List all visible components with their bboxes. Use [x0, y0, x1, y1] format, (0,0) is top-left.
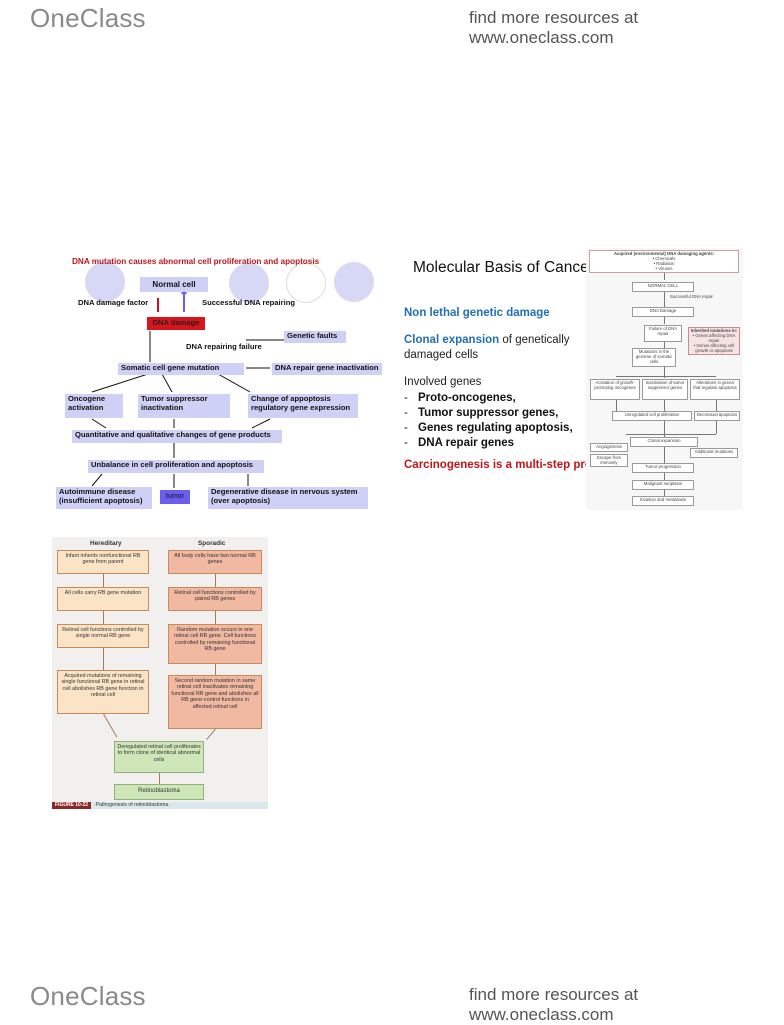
- normal-cell-box: Normal cell: [140, 277, 208, 292]
- retinoblastoma-step: Retinoblastoma: [114, 784, 204, 800]
- decor-circle: [229, 263, 269, 303]
- oneclass-logo-footer[interactable]: OneClass: [30, 981, 146, 1011]
- gene-item: -Tumor suppressor genes,: [404, 407, 559, 419]
- apoptosis-change-box: Change of appoptosis regulatory gene exp…: [248, 394, 358, 418]
- unbalance-box: Unbalance in cell proliferation and apop…: [88, 460, 264, 473]
- sporadic-step: Random mutation occurs in one retinal ce…: [168, 624, 262, 664]
- somatic-mutation-box: Somatic cell gene mutation: [118, 363, 244, 375]
- repair-inactivation-box: DNA repair gene inactivation: [272, 363, 382, 375]
- decor-circle: [85, 262, 125, 302]
- gene-item: -DNA repair genes: [404, 437, 515, 449]
- genetic-faults-box: Genetic faults: [284, 331, 346, 343]
- escape-node: Escape from immunity: [590, 454, 628, 467]
- find-more-link[interactable]: find more resources at www.oneclass.com: [469, 8, 639, 47]
- clonal-node: Clonal expansion: [630, 437, 698, 447]
- slide-title: Molecular Basis of Cancer: [413, 259, 594, 276]
- angiogenesis-node: Angiogenesis: [590, 443, 628, 452]
- mutations-node: Mutations in the genome of somatic cells: [632, 348, 676, 367]
- activation-node: Activation of growth-promoting oncogenes: [590, 379, 640, 400]
- gene-item: -Proto-oncogenes,: [404, 392, 516, 404]
- additional-node: Additional mutations: [690, 448, 738, 458]
- hereditary-step: Acquired mutations of remaining single f…: [57, 670, 149, 714]
- hereditary-header: Hereditary: [90, 540, 122, 547]
- flowchart-arrows: [91, 288, 290, 488]
- sporadic-header: Sporadic: [198, 540, 226, 547]
- decreased-node: Decreased apoptosis: [694, 411, 740, 421]
- deregulated-step: Deregulated retinal cell proliferates to…: [114, 741, 204, 773]
- retinoblastoma-figure: Hereditary Sporadic Infant inherits nonf…: [52, 537, 268, 809]
- sporadic-step: All body cells have two normal RB genes: [168, 550, 262, 574]
- clonal-expansion-term: Clonal expansion: [404, 334, 500, 346]
- hereditary-step: All cells carry RB gene mutation: [57, 587, 149, 611]
- decor-circle: [334, 262, 374, 302]
- inherited-node: Inherited mutations in: • Genes affectin…: [688, 327, 740, 355]
- dna-damage-box: DNA damage: [147, 317, 205, 330]
- flowchart-title: DNA mutation causes abnormal cell prolif…: [72, 257, 320, 266]
- repair-failure-label: DNA repairing failure: [186, 342, 262, 351]
- dna-mutation-flowchart: DNA mutation causes abnormal cell prolif…: [52, 250, 382, 512]
- tumor-suppressor-box: Tumor suppressor inactivation: [138, 394, 230, 418]
- find-more-link-footer[interactable]: find more resources at www.oneclass.com: [469, 985, 639, 1024]
- damage-node: DNA Damage: [632, 307, 694, 317]
- carcinogenesis-flowchart: Acquired (environmental) DNA damaging ag…: [586, 248, 743, 510]
- point-clonal-line2: damaged cells: [404, 349, 479, 361]
- malignant-node: Malignant neoplasm: [632, 480, 694, 490]
- progression-node: Tumor progression: [632, 463, 694, 473]
- unregulated-node: Unregulated cell proliferation: [612, 411, 692, 421]
- successful-repair-label: Successful DNA repairing: [202, 298, 295, 307]
- hereditary-step: Retinal cell functions controlled by sin…: [57, 624, 149, 648]
- hereditary-step: Infant inherits nonfunctional RB gene fr…: [57, 550, 149, 574]
- decor-circle: [286, 263, 326, 303]
- gene-item: -Genes regulating apoptosis,: [404, 422, 573, 434]
- genes-list: -Proto-oncogenes, -Tumor suppressor gene…: [404, 391, 573, 451]
- inactivation-node: Inactivation of tumor suppressor genes: [642, 379, 688, 400]
- sporadic-step: Retinal cell functions controlled by pai…: [168, 587, 262, 611]
- point-clonal-expansion: Clonal expansion of genetically: [404, 334, 570, 346]
- point-genetic-damage: Non lethal genetic damage: [404, 307, 550, 319]
- oncogene-box: Oncogene activation: [65, 394, 123, 418]
- tumor-box: tumor: [160, 490, 190, 504]
- carcinogenesis-note: Carcinogenesis is a multi-step process: [404, 459, 618, 471]
- oneclass-logo[interactable]: OneClass: [30, 3, 146, 33]
- figure-caption: FIGURE 10-22 Pathogenesis of retinoblast…: [52, 802, 268, 809]
- alterations-node: Alterations in genes that regulate apopt…: [690, 379, 740, 400]
- degenerative-box: Degenerative disease in nervous system (…: [208, 487, 368, 509]
- involved-genes-heading: Involved genes: [404, 376, 482, 388]
- successful-repair-node: Successful DNA repair: [670, 294, 713, 299]
- agents-box: Acquired (environmental) DNA damaging ag…: [589, 250, 739, 273]
- invasion-node: Invasion and metastasis: [632, 496, 694, 506]
- damage-factor-label: DNA damage factor: [78, 298, 149, 307]
- autoimmune-box: Autoimmune disease (insufficient apoptos…: [56, 487, 152, 509]
- failure-node: Failure of DNA repair: [644, 325, 682, 342]
- quant-changes-box: Quantitative and qualitative changes of …: [72, 430, 282, 443]
- sporadic-step: Second random mutation in same retinal c…: [168, 675, 262, 729]
- normal-cell-node: NORMAL CELL: [632, 282, 694, 292]
